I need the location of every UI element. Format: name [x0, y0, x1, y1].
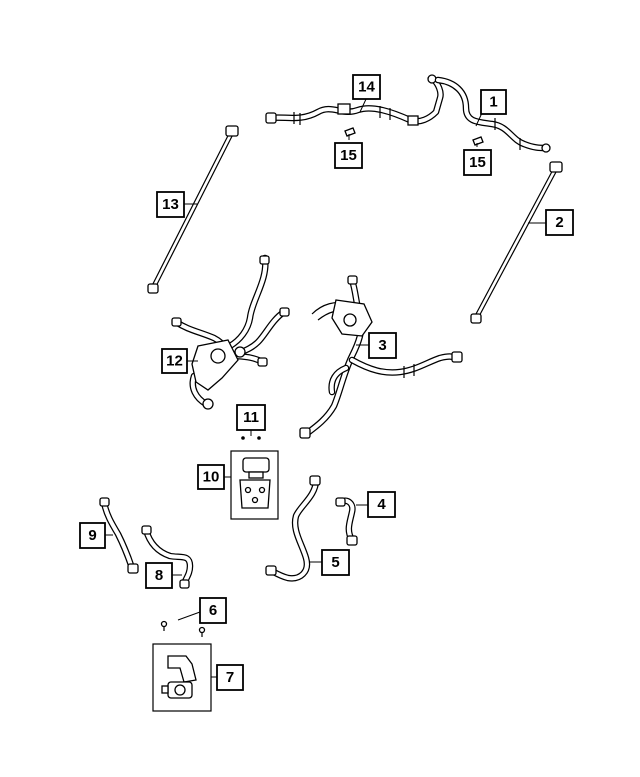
callout-12-label: 12	[166, 353, 183, 370]
fastener-15-left	[344, 127, 356, 137]
callout-11: 11	[236, 404, 266, 431]
callout-11-label: 11	[243, 409, 259, 426]
callout-10: 10	[197, 464, 225, 490]
callout-6: 6	[199, 597, 227, 624]
callout-6-label: 6	[209, 602, 217, 619]
callout-14: 14	[352, 74, 381, 100]
callout-2-label: 2	[555, 214, 563, 231]
part-1-hose	[434, 76, 551, 153]
callout-4: 4	[367, 491, 396, 518]
part-10-pump	[230, 450, 279, 520]
leader-lines	[105, 96, 546, 678]
callout-5-label: 5	[331, 554, 339, 571]
callout-12: 12	[161, 348, 188, 374]
part-8-hose	[141, 525, 194, 589]
callout-1-label: 1	[489, 94, 497, 111]
callout-7-label: 7	[226, 669, 234, 686]
callout-10-label: 10	[203, 469, 220, 486]
callout-9-label: 9	[88, 527, 96, 544]
part-7-pump	[152, 643, 212, 712]
callout-1: 1	[480, 89, 507, 115]
part-14-hose	[265, 74, 444, 126]
callout-15-right-label: 15	[469, 154, 486, 171]
callout-15-left: 15	[334, 142, 363, 169]
part-4-hose	[335, 497, 358, 546]
callout-3-label: 3	[378, 337, 386, 354]
part-13-rod	[147, 125, 239, 294]
callout-9: 9	[79, 522, 106, 549]
callout-8: 8	[145, 562, 173, 589]
callout-13-label: 13	[162, 196, 179, 213]
part-9-hose	[99, 497, 139, 574]
fastener-15-right	[472, 136, 484, 146]
callout-14-label: 14	[358, 79, 375, 96]
callout-15-right: 15	[463, 149, 492, 176]
callout-8-label: 8	[155, 567, 163, 584]
callout-3: 3	[368, 332, 397, 359]
part-11-fasteners	[241, 436, 261, 440]
callout-2: 2	[545, 209, 574, 236]
part-6-screws	[160, 620, 206, 637]
callout-4-label: 4	[377, 496, 386, 513]
part-5-hose	[265, 475, 321, 582]
callout-7: 7	[216, 664, 244, 691]
part-12-harness	[171, 254, 290, 410]
callout-5: 5	[321, 549, 350, 576]
callout-13: 13	[156, 191, 185, 218]
part-2-rod	[470, 161, 563, 324]
callout-15-left-label: 15	[340, 147, 357, 164]
part-3-harness	[299, 275, 463, 439]
